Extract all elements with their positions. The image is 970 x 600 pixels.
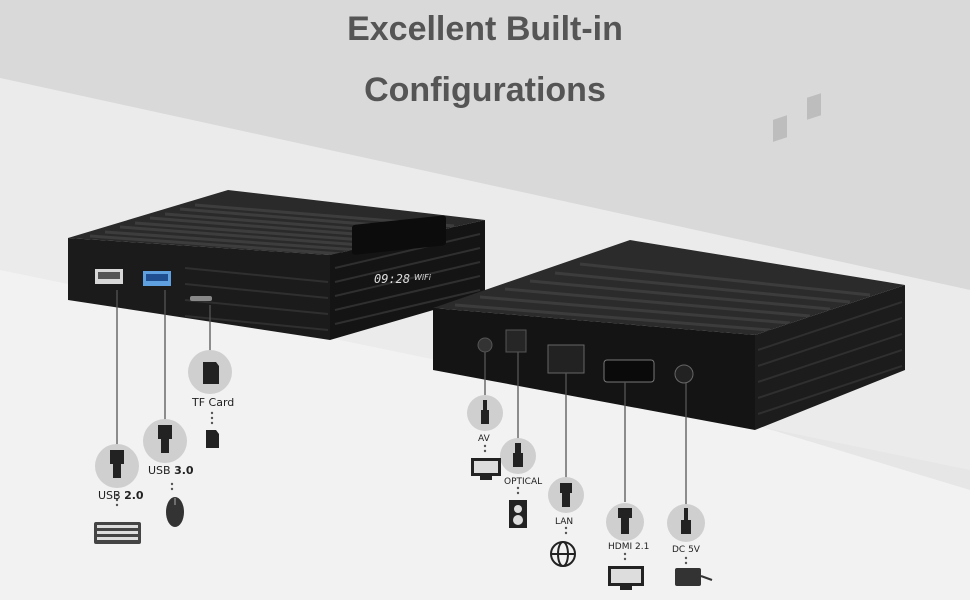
av-plug-icon (481, 400, 489, 424)
monitor-icon (471, 458, 501, 480)
rj45-plug-icon (560, 483, 572, 507)
power-adapter-icon (675, 568, 713, 586)
usb-a-plug-icon (158, 425, 172, 453)
usb2-label: USB 2.0 (98, 489, 144, 502)
sd-card-icon (203, 362, 219, 384)
clock-display: 09:28 (374, 272, 410, 286)
usb-a-plug-icon (110, 450, 124, 478)
dc-port (674, 364, 694, 384)
dc-label: DC 5V (672, 545, 700, 555)
optical-port (505, 329, 527, 353)
tv-icon (608, 566, 644, 590)
keyboard-icon (94, 522, 141, 544)
hdmi-label: HDMI 2.1 (608, 542, 650, 552)
usb3-label: USB 3.0 (148, 464, 194, 477)
hdmi-plug-icon (618, 508, 632, 534)
tf-card-label: TF Card (192, 396, 235, 409)
globe-icon (550, 541, 576, 567)
av-label: AV (478, 434, 490, 444)
mouse-icon (166, 497, 184, 527)
speaker-icon (509, 500, 527, 528)
wifi-indicator: WiFi (414, 273, 432, 282)
dc-plug-icon (681, 508, 691, 534)
micro-sd-card-icon (206, 430, 219, 448)
lan-label: LAN (555, 517, 574, 527)
lan-port (547, 344, 585, 374)
tf-card-slot (190, 296, 212, 301)
optical-label: OPTICAL (504, 477, 543, 487)
hdmi-port (603, 359, 655, 383)
headline-line-1: Excellent Built-in (347, 10, 623, 48)
headline-line-2: Configurations (364, 71, 606, 109)
optical-plug-icon (513, 443, 523, 467)
